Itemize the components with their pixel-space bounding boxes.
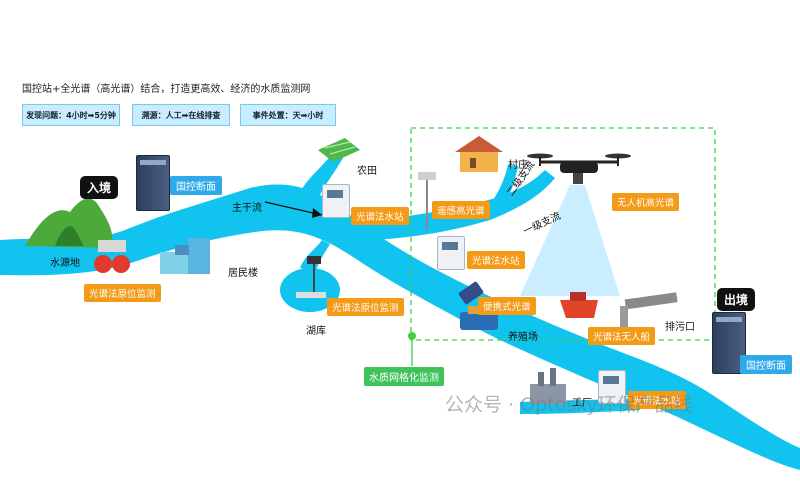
label-national-section-left: 国控断面: [170, 176, 222, 195]
water-station-top-icon: [322, 184, 350, 218]
exit-badge: 出境: [717, 288, 756, 311]
info-box-response: 事件处置：天➡小时: [240, 104, 336, 126]
lake: [280, 268, 340, 312]
label-main-stream: 主干流: [232, 203, 262, 214]
portable-spectrometer-icon: [458, 281, 484, 305]
tag-unmanned-boat: 光谱法无人船: [588, 327, 656, 345]
tag-uav: 无人机高光谱: [612, 193, 680, 211]
watermark: 公众号 · Optosky环保产品线: [445, 394, 693, 416]
label-factory: 工厂: [572, 398, 592, 409]
unmanned-boat-icon: [560, 292, 598, 318]
tag-water-station-mid: 光谱法水站: [467, 251, 525, 269]
secondary-branch: [490, 165, 518, 212]
tag-remote-sensing: 遥感高光谱: [432, 201, 490, 219]
tag-insitu-left: 光谱法原位监测: [84, 284, 161, 302]
mountain-icon: [25, 198, 113, 248]
entry-badge: 入境: [80, 176, 119, 199]
tag-grid-monitoring: 水质网格化监测: [364, 367, 444, 386]
tag-water-station-bottom: 光谱法水站: [628, 391, 686, 409]
label-reservoir: 湖库: [306, 326, 326, 337]
label-water-source: 水源地: [50, 258, 80, 269]
factory-icon: [530, 368, 566, 404]
uav-drone-icon: [527, 153, 631, 184]
tag-portable: 便携式光谱: [478, 297, 536, 315]
water-station-bottom-icon: [598, 370, 626, 404]
label-aquaculture: 养殖场: [508, 332, 538, 343]
aquaculture-icon: [460, 306, 498, 330]
water-station-mid-icon: [437, 236, 465, 270]
tag-insitu-reservoir: 光谱法原位监测: [327, 298, 404, 316]
primary-branch: [360, 170, 555, 240]
tag-water-station-top: 光谱法水站: [351, 207, 409, 225]
page-headline: 国控站+全光谱（高光谱）结合，打造更高效、经济的水质监测网: [22, 84, 311, 95]
farm-branch: [300, 150, 345, 200]
info-box-tracing: 溯源：人工➡在线排查: [132, 104, 230, 126]
label-village: 村庄: [508, 160, 528, 171]
insitu-device-left-icon: [94, 240, 130, 273]
label-farmland: 农田: [357, 166, 377, 177]
label-residential: 居民楼: [228, 268, 258, 279]
farmland-icon: [318, 138, 360, 162]
village-icon: [455, 136, 503, 172]
residential-icon: [160, 238, 210, 274]
reservoir-monitor-icon: [296, 256, 326, 298]
focus-area-box: [410, 127, 716, 341]
label-outfall: 排污口: [665, 322, 695, 333]
grid-node: [408, 332, 416, 340]
uav-beam: [520, 185, 620, 296]
label-national-section-right: 国控断面: [740, 355, 792, 374]
sensor-pole-icon: [418, 172, 436, 230]
national-station-left-icon: [136, 155, 170, 211]
info-box-detection: 发现问题：4小时➡5分钟: [22, 104, 120, 126]
